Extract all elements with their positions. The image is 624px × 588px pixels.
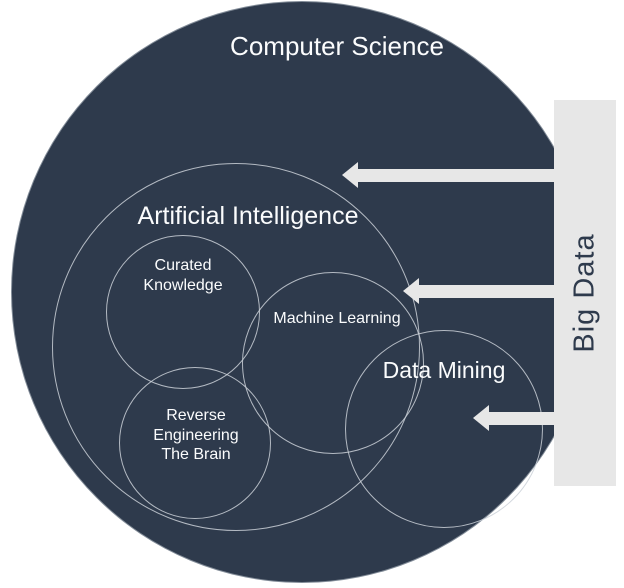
big-data-arrow-top-shaft <box>358 169 556 182</box>
curated-knowledge-label: Curated Knowledge <box>143 256 222 296</box>
big-data-arrow-top-left-arrow-icon <box>342 162 358 188</box>
big-data-bar <box>554 100 616 486</box>
big-data-arrow-middle-left-arrow-icon <box>403 278 419 304</box>
computer-science-label: Computer Science <box>230 31 444 61</box>
big-data-label: Big Data <box>568 233 601 353</box>
curated-knowledge-line2: Knowledge <box>143 277 223 294</box>
curated-knowledge-line1: Curated <box>154 257 212 274</box>
reverse-engineering-line3: The Brain <box>161 446 231 463</box>
data-mining-circle <box>345 330 543 528</box>
big-data-arrow-bottom-shaft <box>489 412 556 425</box>
machine-learning-label: Machine Learning <box>273 310 401 327</box>
reverse-engineering-line1: Reverse <box>166 407 226 424</box>
data-mining-label: Data Mining <box>382 357 506 383</box>
big-data-arrow-bottom-left-arrow-icon <box>473 405 489 431</box>
reverse-engineering-circle <box>119 367 271 519</box>
artificial-intelligence-label: Artificial Intelligence <box>137 202 359 230</box>
reverse-engineering-line2: Engineering <box>153 426 239 444</box>
reverse-engineering-label: Reverse Engineering The Brain <box>153 406 238 465</box>
big-data-arrow-middle-shaft <box>419 285 556 298</box>
